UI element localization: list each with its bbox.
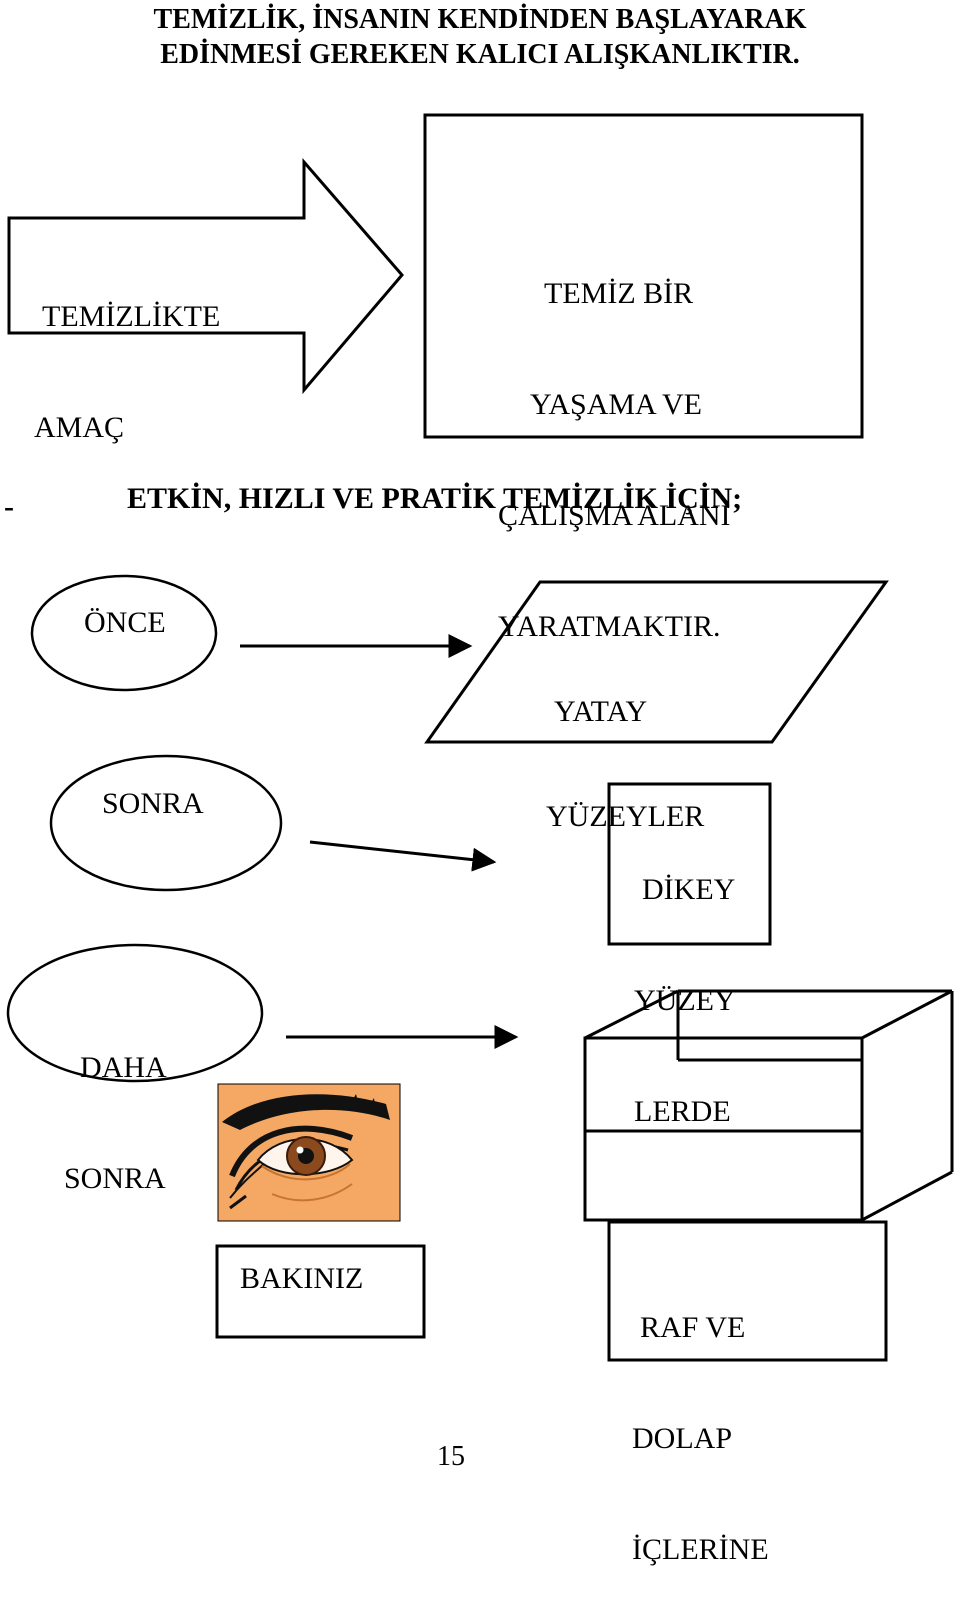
page-number: 15 [437,1441,465,1472]
title-line-1: TEMİZLİK, İNSANIN KENDİNDEN BAŞLAYARAK [153,4,807,35]
eye-icon [217,1083,401,1222]
step-target-yatay-line-1: YATAY [554,695,648,728]
step-label-once: ÖNCE [84,606,166,639]
step-target-dikey-line-1: DİKEY [642,873,736,906]
shelves-cabinets-text: RAF VE DOLAP İÇLERİNE [632,1235,769,1605]
section-heading: ETKİN, HIZLI VE PRATİK TEMİZLİK İÇİN; [127,482,743,515]
purpose-arrow-text: TEMİZLİKTE AMAÇ [34,224,220,483]
step-label-daha-sonra: DAHA SONRA [64,975,167,1234]
shelf-cabinet-drawing [583,989,954,1222]
section-dash: - [4,490,14,523]
purpose-box-line-1: TEMİZ BİR [544,277,694,310]
step-oval-once [30,574,218,692]
shelves-cabinets-box [607,1220,888,1362]
purpose-box-text: TEMİZ BİR YAŞAMA VE ÇALIŞMA ALANI YARATM… [498,201,731,682]
step-target-dikey-line-3: LERDE [634,1095,731,1128]
bakiniz-label: BAKINIZ [240,1262,364,1295]
vertical-surfaces-box [607,782,772,946]
step-target-dikey: DİKEY YÜZEY LERDE [634,797,736,1167]
purpose-box-line-3: ÇALIŞMA ALANI [498,499,731,532]
purpose-block-arrow [7,157,404,395]
step-label-daha-sonra-line-1: DAHA [80,1051,167,1084]
step-oval-sonra [49,754,283,892]
purpose-arrow-line-2: AMAÇ [34,411,125,444]
step-oval-daha-sonra [6,943,264,1083]
step-target-yatay-line-2: YÜZEYLER [546,800,705,833]
purpose-arrow-line-1: TEMİZLİKTE [42,300,221,333]
shelves-cabinets-line-3: İÇLERİNE [632,1533,769,1566]
step-target-dikey-line-2: YÜZEY [634,984,736,1017]
step-label-daha-sonra-line-2: SONRA [64,1162,166,1195]
page-title: TEMİZLİK, İNSANIN KENDİNDEN BAŞLAYARAK E… [0,2,960,72]
purpose-box-line-2: YAŞAMA VE [530,388,702,421]
diagram-shapes [6,113,954,1362]
step-label-sonra: SONRA [102,787,204,820]
horizontal-surfaces-parallelogram [424,580,889,744]
purpose-box-line-4: YARATMAKTIR. [498,610,721,643]
purpose-box [423,113,864,439]
arrow-sonra [309,840,497,872]
title-line-2: EDİNMESİ GEREKEN KALICI ALIŞKANLIKTIR. [160,39,800,70]
step-target-yatay: YATAY YÜZEYLER [546,624,704,869]
shelves-cabinets-line-2: DOLAP [632,1422,733,1455]
bakiniz-box [215,1244,426,1339]
shelves-cabinets-line-1: RAF VE [640,1311,746,1344]
